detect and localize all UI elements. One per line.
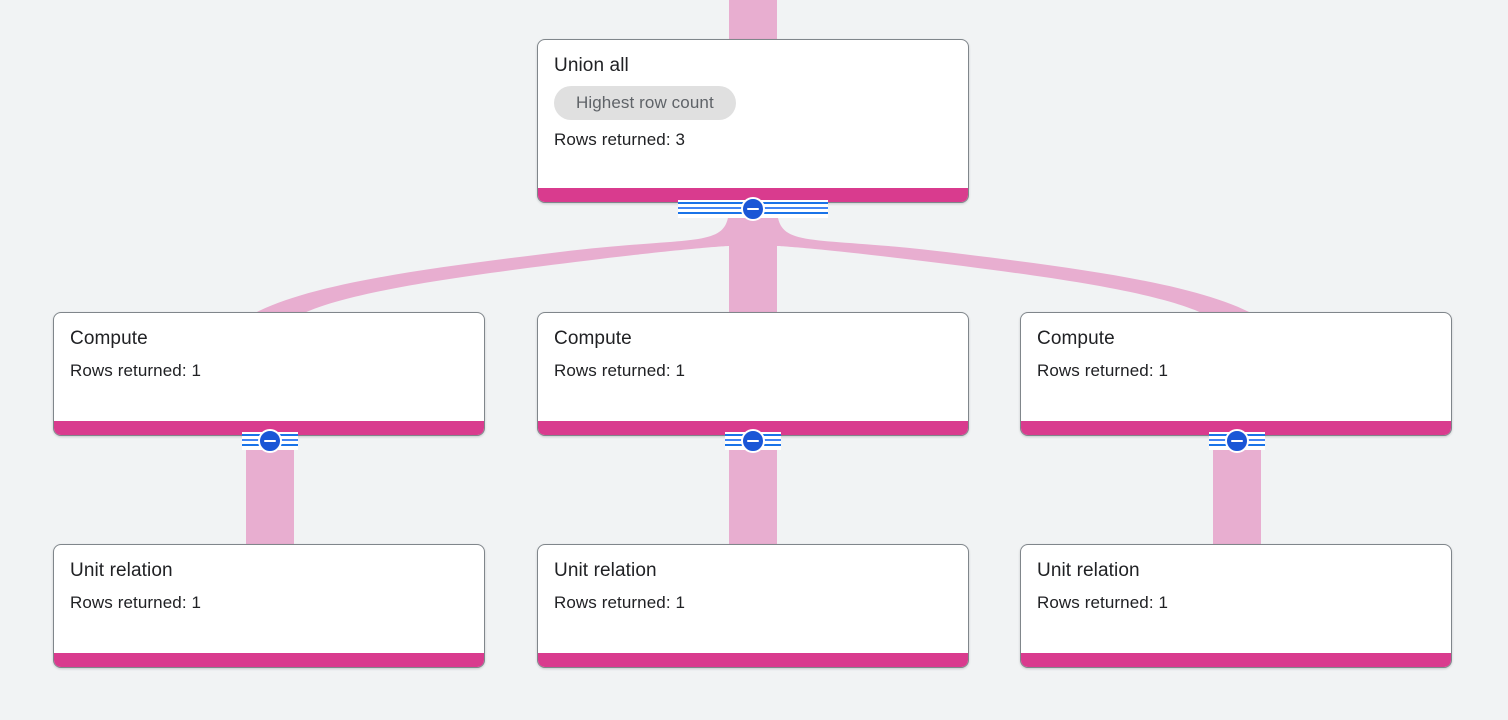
node-body: Compute Rows returned: 1	[538, 313, 968, 388]
node-rows-returned: Rows returned: 1	[554, 593, 686, 612]
node-compute-3[interactable]: Compute Rows returned: 1	[1020, 312, 1452, 436]
node-title: Unit relation	[70, 560, 173, 581]
node-rows-returned: Rows returned: 1	[70, 361, 202, 380]
collapse-control-compute-1[interactable]	[242, 429, 298, 453]
node-rows-returned: Rows returned: 1	[1037, 593, 1169, 612]
minus-circle-icon[interactable]	[741, 197, 765, 221]
node-accent-bar	[54, 421, 484, 435]
node-rows-returned: Rows returned: 1	[70, 593, 202, 612]
collapse-control-union-all[interactable]	[678, 197, 828, 221]
minus-circle-icon[interactable]	[741, 429, 765, 453]
node-rows-returned: Rows returned: 3	[554, 130, 686, 149]
node-accent-bar	[538, 188, 968, 202]
node-title: Compute	[554, 328, 632, 349]
node-body: Unit relation Rows returned: 1	[54, 545, 484, 620]
minus-glyph	[264, 440, 276, 442]
minus-glyph	[747, 208, 759, 210]
node-unit-relation-2[interactable]: Unit relation Rows returned: 1	[537, 544, 969, 668]
node-rows-returned: Rows returned: 1	[554, 361, 686, 380]
minus-circle-icon[interactable]	[1225, 429, 1249, 453]
node-body: Union all Highest row count Rows returne…	[538, 40, 968, 157]
node-title: Compute	[1037, 328, 1115, 349]
node-unit-relation-1[interactable]: Unit relation Rows returned: 1	[53, 544, 485, 668]
node-accent-bar	[1021, 421, 1451, 435]
node-title: Unit relation	[554, 560, 657, 581]
node-compute-1[interactable]: Compute Rows returned: 1	[53, 312, 485, 436]
node-compute-2[interactable]: Compute Rows returned: 1	[537, 312, 969, 436]
node-badge-row: Highest row count	[554, 86, 952, 120]
node-accent-bar	[538, 421, 968, 435]
minus-glyph	[1231, 440, 1243, 442]
node-title: Unit relation	[1037, 560, 1140, 581]
node-title: Union all	[554, 55, 629, 76]
node-accent-bar	[1021, 653, 1451, 667]
node-accent-bar	[54, 653, 484, 667]
node-accent-bar	[538, 653, 968, 667]
status-badge: Highest row count	[554, 86, 736, 120]
node-body: Unit relation Rows returned: 1	[1021, 545, 1451, 620]
node-body: Compute Rows returned: 1	[54, 313, 484, 388]
collapse-control-compute-3[interactable]	[1209, 429, 1265, 453]
edge-in-top	[729, 0, 777, 40]
collapse-control-compute-2[interactable]	[725, 429, 781, 453]
minus-circle-icon[interactable]	[258, 429, 282, 453]
node-unit-relation-3[interactable]: Unit relation Rows returned: 1	[1020, 544, 1452, 668]
node-rows-returned: Rows returned: 1	[1037, 361, 1169, 380]
node-union-all[interactable]: Union all Highest row count Rows returne…	[537, 39, 969, 203]
minus-glyph	[747, 440, 759, 442]
edge-union-left	[246, 206, 729, 318]
node-body: Unit relation Rows returned: 1	[538, 545, 968, 620]
node-body: Compute Rows returned: 1	[1021, 313, 1451, 388]
edge-union-right	[777, 206, 1260, 318]
node-title: Compute	[70, 328, 148, 349]
